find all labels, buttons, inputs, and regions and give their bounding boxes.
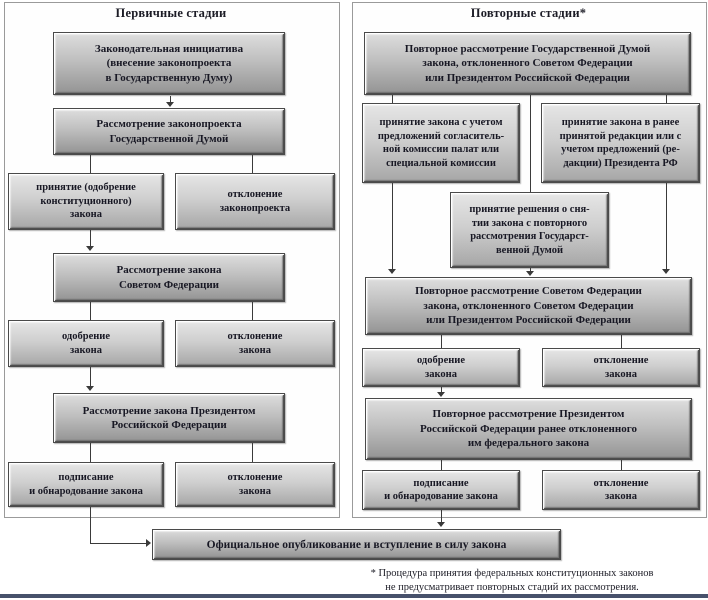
arrowhead-down: [437, 522, 445, 527]
arrow-line: [621, 460, 622, 470]
box-official-publication: Официальное опубликование и вступление в…: [152, 529, 561, 560]
box-reject-bill: отклонение законопроекта: [175, 173, 335, 230]
box-withdraw-from-review: принятие решения о сня- тии закона с пов…: [450, 192, 609, 268]
arrowhead-down: [437, 392, 445, 397]
arrow-line: [90, 443, 91, 462]
box-reject-law-right-2: отклонение закона: [542, 470, 700, 510]
arrow-line: [170, 96, 171, 105]
box-adopt-previous-edition: принятие закона в ранее принятой редакци…: [541, 103, 700, 183]
arrow-line: [90, 230, 91, 247]
arrow-line: [252, 155, 253, 173]
arrowhead-down: [86, 246, 94, 251]
arrow-line: [252, 443, 253, 462]
footnote: * Процедура принятия федеральных констит…: [370, 568, 654, 593]
arrow-line: [666, 183, 667, 270]
box-federation-council-review: Рассмотрение закона Советом Федерации: [53, 253, 285, 302]
arrow-line: [90, 155, 91, 173]
box-adopt-with-conciliation: принятие закона с учетом предложений сог…: [362, 103, 520, 183]
box-duma-repeat-review: Повторное рассмотрение Государственной Д…: [364, 32, 691, 95]
arrow-line: [530, 95, 531, 192]
arrowhead-down: [86, 386, 94, 391]
arrow-line: [441, 335, 442, 348]
arrow-line: [90, 302, 91, 320]
arrowhead-down: [526, 271, 534, 276]
arrow-line: [441, 460, 442, 470]
arrowhead-down: [166, 102, 174, 107]
box-reject-law-left: отклонение закона: [175, 320, 335, 367]
box-approve-law-right: одобрение закона: [362, 348, 520, 387]
box-reject-law-right: отклонение закона: [542, 348, 700, 387]
arrowhead-down: [388, 269, 396, 274]
box-duma-bill-review: Рассмотрение законопроекта Государственн…: [53, 108, 285, 155]
arrow-line: [621, 335, 622, 348]
box-approve-law-left: одобрение закона: [8, 320, 164, 367]
arrow-line: [252, 302, 253, 320]
arrowhead-down: [662, 269, 670, 274]
title-repeat-stages: Повторные стадии*: [470, 6, 587, 20]
box-reject-law-left-2: отклонение закона: [175, 462, 335, 507]
arrow-line: [392, 183, 393, 270]
arrow-line: [90, 507, 91, 544]
arrow-line: [441, 510, 442, 524]
box-sign-promulgate-left: подписание и обнародование закона: [8, 462, 164, 507]
box-legislative-initiative: Законодательная инициатива (внесение зак…: [53, 32, 285, 95]
arrow-line: [392, 95, 393, 103]
box-president-repeat-review: Повторное рассмотрение Президентом Росси…: [365, 398, 692, 460]
arrow-line: [90, 543, 147, 544]
arrow-line: [90, 367, 91, 387]
box-council-repeat-review: Повторное рассмотрение Советом Федерации…: [365, 277, 692, 335]
arrow-line: [441, 387, 442, 394]
box-president-review: Рассмотрение закона Президентом Российск…: [53, 393, 285, 443]
bottom-bar: [0, 594, 708, 598]
arrow-line: [666, 95, 667, 103]
box-adopt-constitutional-law: принятие (одобрение конституционного) за…: [8, 173, 164, 230]
title-primary-stages: Первичные стадии: [115, 6, 227, 20]
arrow-line: [530, 268, 531, 273]
box-sign-promulgate-right: подписание и обнародование закона: [362, 470, 520, 510]
arrowhead-right: [146, 539, 151, 547]
